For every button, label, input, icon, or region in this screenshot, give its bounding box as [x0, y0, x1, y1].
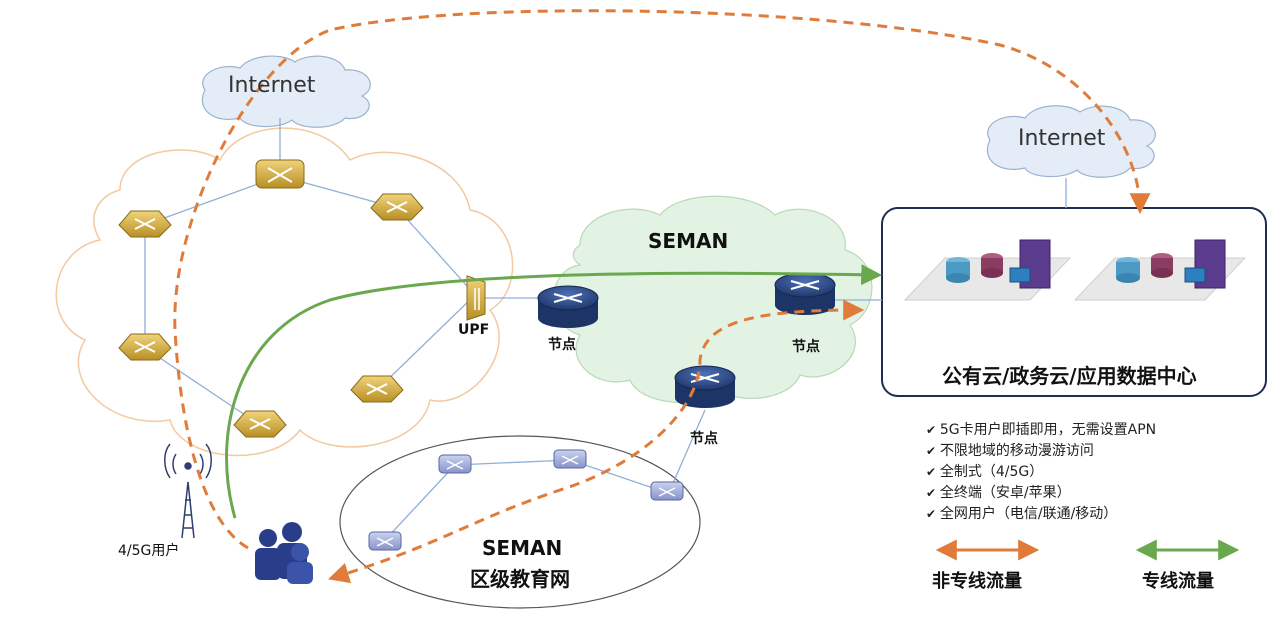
internet-right-label: Internet: [1018, 126, 1106, 151]
dedicated-traffic-path: [225, 264, 883, 519]
switch-middle-left: [118, 333, 172, 361]
feature-item: 全终端（安卓/苹果）: [926, 483, 1156, 504]
router-node-1: [537, 285, 599, 328]
internet-cloud-right: [986, 105, 1156, 178]
node-1-label: 节点: [548, 337, 576, 353]
edu-router-3: [553, 449, 587, 469]
feature-item: 不限地域的移动漫游访问: [926, 441, 1156, 462]
nondedicated-traffic-paths: [173, 9, 1151, 584]
internet-cloud-left: [201, 55, 371, 128]
node-2-label: 节点: [792, 339, 820, 355]
node-3-label: 节点: [690, 431, 718, 447]
user-label: 4/5G用户: [118, 543, 180, 559]
server-platform-right: [1073, 239, 1247, 301]
upf-label: UPF: [458, 322, 490, 338]
feature-item: 全网用户（电信/联通/移动）: [926, 504, 1156, 525]
router-node-2: [774, 272, 836, 315]
seman-edu-label-2: 区级教育网: [470, 567, 570, 591]
seman-core-label: SEMAN: [648, 229, 729, 253]
switch-upper-right: [370, 193, 424, 221]
edu-router-2: [438, 454, 472, 474]
switch-bottom: [233, 410, 287, 438]
upf-device: [466, 275, 486, 321]
feature-item: 5G卡用户即插即用，无需设置APN: [926, 420, 1156, 441]
cell-tower-icon: [164, 443, 212, 539]
switch-upper-left: [118, 210, 172, 238]
switch-top: [255, 159, 305, 189]
router-node-3: [674, 365, 736, 408]
datacenter-label: 公有云/政务云/应用数据中心: [942, 364, 1197, 388]
feature-item: 全制式（4/5G）: [926, 462, 1156, 483]
seman-edu-label-1: SEMAN: [482, 536, 563, 560]
internet-left-label: Internet: [228, 73, 316, 98]
server-platform-left: [903, 239, 1072, 301]
edu-router-4: [650, 481, 684, 501]
legend-nondedicated-label: 非专线流量: [932, 571, 1022, 592]
users-icon: [255, 522, 313, 584]
feature-list: 5G卡用户即插即用，无需设置APN 不限地域的移动漫游访问 全制式（4/5G） …: [926, 420, 1156, 525]
edu-router-1: [368, 531, 402, 551]
legend-dedicated-label: 专线流量: [1142, 571, 1214, 592]
